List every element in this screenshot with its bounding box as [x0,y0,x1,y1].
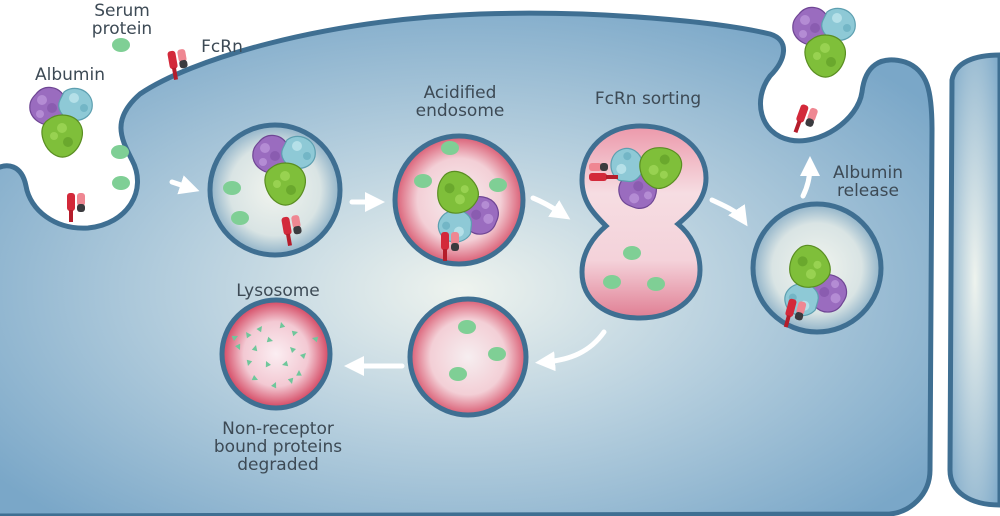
label-acidified-endosome: Acidified endosome [415,83,505,121]
label-albumin: Albumin [35,65,105,85]
lysosome [219,297,333,411]
process-arrows [169,156,820,376]
albumin-protein-icon [792,6,856,78]
label-albumin-release: Albumin release [833,163,903,201]
label-fcrn: FcRn [201,37,243,57]
arrow-icon [709,197,748,227]
early-vesicle [207,122,343,258]
label-degraded: Non-receptor bound proteins degraded [213,419,343,475]
neighbor-cell [947,52,1000,508]
arrow-icon [530,195,571,220]
label-fcrn-sorting: FcRn sorting [594,89,702,109]
degrading-vesicle [407,296,529,418]
arrow-icon [799,156,820,199]
acidified-endosome [392,133,526,267]
serum-protein-icon [112,38,130,52]
serum-protein-icon [111,145,129,159]
fcrn-receptor-icon [791,103,819,138]
release-vesicle [750,201,884,335]
arrow-icon [169,175,200,195]
arrow-icon [535,329,607,372]
sorting-compartment [579,123,709,321]
label-serum-protein: Serum protein [91,1,153,39]
fcrn-receptor-icon [67,193,85,222]
serum-protein-icon [112,176,130,190]
label-lysosome: Lysosome [236,281,320,301]
albumin-protein-icon [29,86,93,158]
